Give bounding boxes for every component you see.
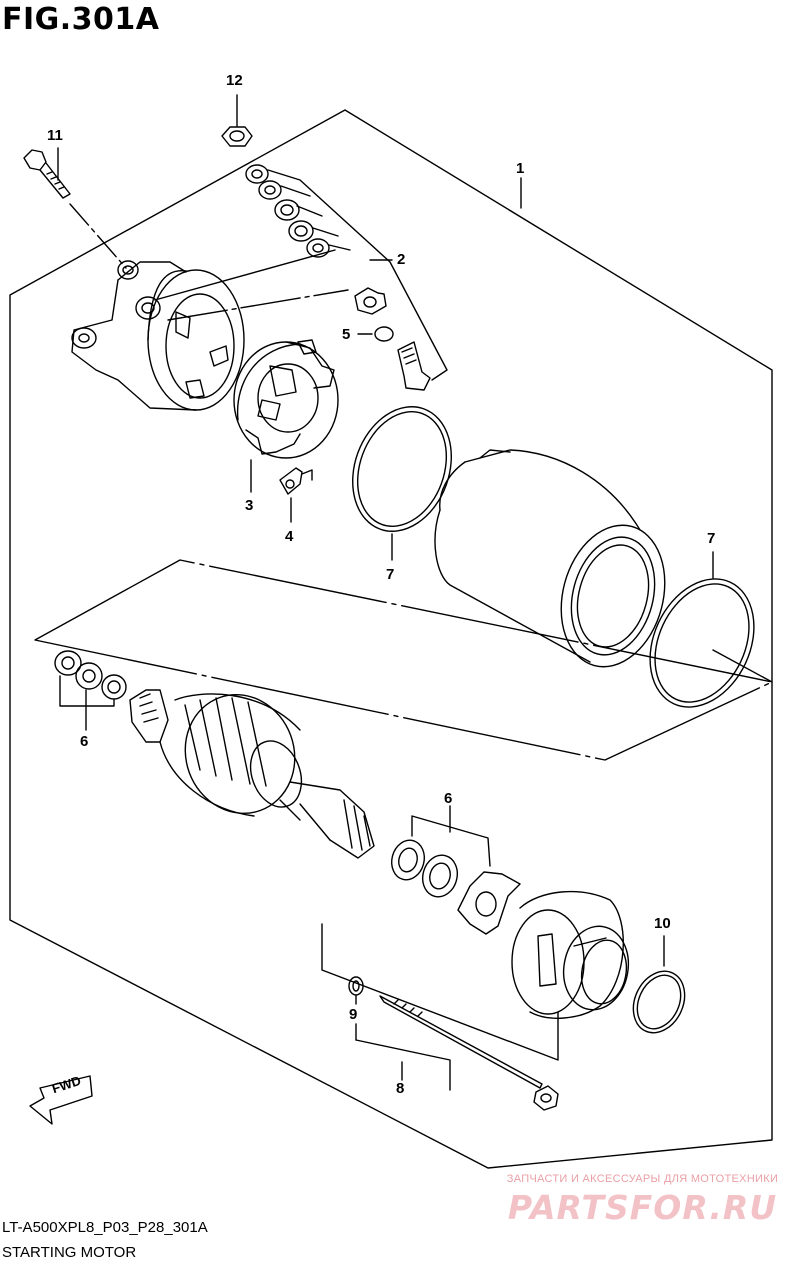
- callout-3: 3: [245, 497, 254, 514]
- part-9-o-ring: [348, 976, 451, 1091]
- part-8-through-bolt: [379, 995, 559, 1111]
- diagram-name: STARTING MOTOR: [2, 1244, 137, 1261]
- callout-9: 9: [349, 1006, 358, 1023]
- part-10-o-ring: [632, 935, 686, 1034]
- fwd-arrow: [29, 1075, 93, 1125]
- reference-code: LT-A500XPL8_P03_P28_301A: [2, 1219, 208, 1236]
- callout-10: 10: [654, 915, 671, 932]
- assembly-outline: [9, 109, 773, 1169]
- callout-6-right: 6: [444, 790, 453, 807]
- part-4-spring: [279, 467, 313, 523]
- part-5-o-ring: [357, 326, 431, 391]
- watermark-tagline: ЗАПЧАСТИ И АКСЕССУАРЫ ДЛЯ МОТОТЕХНИКИ: [506, 1173, 779, 1185]
- part-7-o-ring-rear: [649, 551, 773, 708]
- callout-8: 8: [396, 1080, 405, 1097]
- armature-outline: [34, 559, 773, 761]
- callout-12: 12: [226, 72, 243, 89]
- watermark-logo: PARTSFOR.RU: [507, 1188, 778, 1227]
- part-7-o-ring-front: [352, 406, 452, 561]
- callout-2: 2: [397, 251, 406, 268]
- part-6-washers-right: [391, 805, 521, 935]
- callout-7-rear: 7: [707, 530, 716, 547]
- part-12-nut: [221, 94, 253, 147]
- part-3-brush-holder: [233, 339, 339, 493]
- armature: [129, 689, 375, 859]
- callout-5: 5: [342, 326, 351, 343]
- callout-4: 4: [285, 528, 294, 545]
- drive-end-housing: [511, 890, 630, 1019]
- yoke-housing: [434, 449, 666, 668]
- callout-6-left: 6: [80, 733, 89, 750]
- callout-1: 1: [516, 160, 525, 177]
- end-cover: [71, 260, 245, 411]
- part-11-bolt: [23, 147, 127, 269]
- callout-11: 11: [47, 127, 63, 144]
- part-6-washers-left: [54, 650, 127, 731]
- callout-7-front: 7: [386, 566, 395, 583]
- part-2-washer-set: [154, 164, 448, 381]
- figure-title: FIG.301A: [2, 2, 160, 37]
- lower-bracket: [321, 923, 559, 1061]
